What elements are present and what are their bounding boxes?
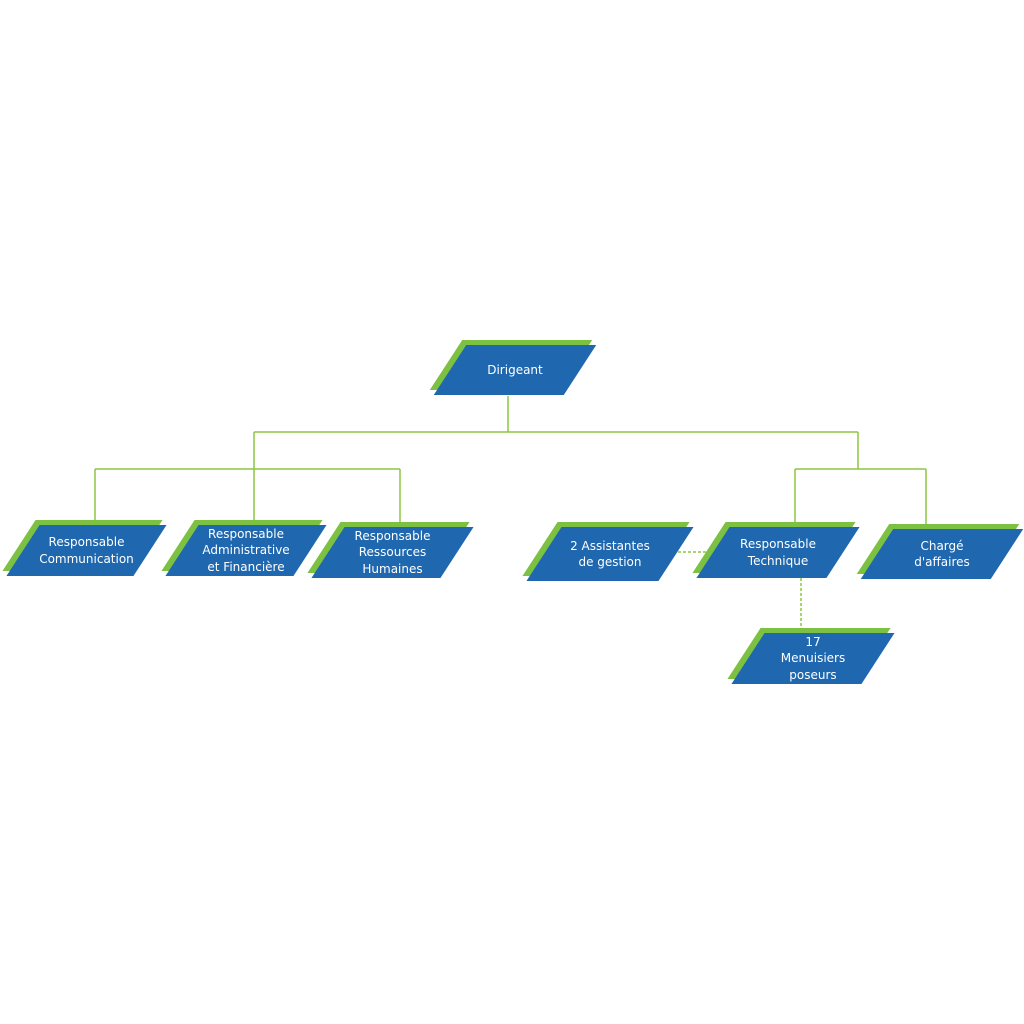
node-responsable-technique: Responsable Technique [692, 522, 860, 578]
node-responsable-administrative-financiere: Responsable Administrative et Financière [161, 520, 327, 576]
node-charge-affaires: Chargé d'affaires [856, 524, 1024, 579]
node-label-responsable-technique: Responsable Technique [740, 537, 816, 568]
node-label-assistantes-gestion: 2 Assistantes de gestion [570, 538, 650, 570]
node-label-responsable-administrative-financiere: Responsable Administrative et Financière [202, 526, 290, 574]
node-label-responsable-ressources-humaines: Responsable Ressources Humaines [354, 528, 431, 576]
node-label-dirigeant: Dirigeant [487, 362, 543, 377]
node-label-menuisiers-poseurs: 17 Menuisiers poseurs [780, 634, 846, 682]
node-assistantes-gestion: 2 Assistantes de gestion [522, 522, 694, 581]
node-responsable-ressources-humaines: Responsable Ressources Humaines [307, 522, 474, 578]
node-label-responsable-communication: Responsable Communication [39, 535, 134, 566]
node-menuisiers-poseurs: 17 Menuisiers poseurs [727, 628, 895, 684]
node-responsable-communication: Responsable Communication [2, 520, 167, 576]
node-label-charge-affaires: Chargé d'affaires [914, 538, 970, 570]
node-dirigeant: Dirigeant [429, 340, 597, 395]
